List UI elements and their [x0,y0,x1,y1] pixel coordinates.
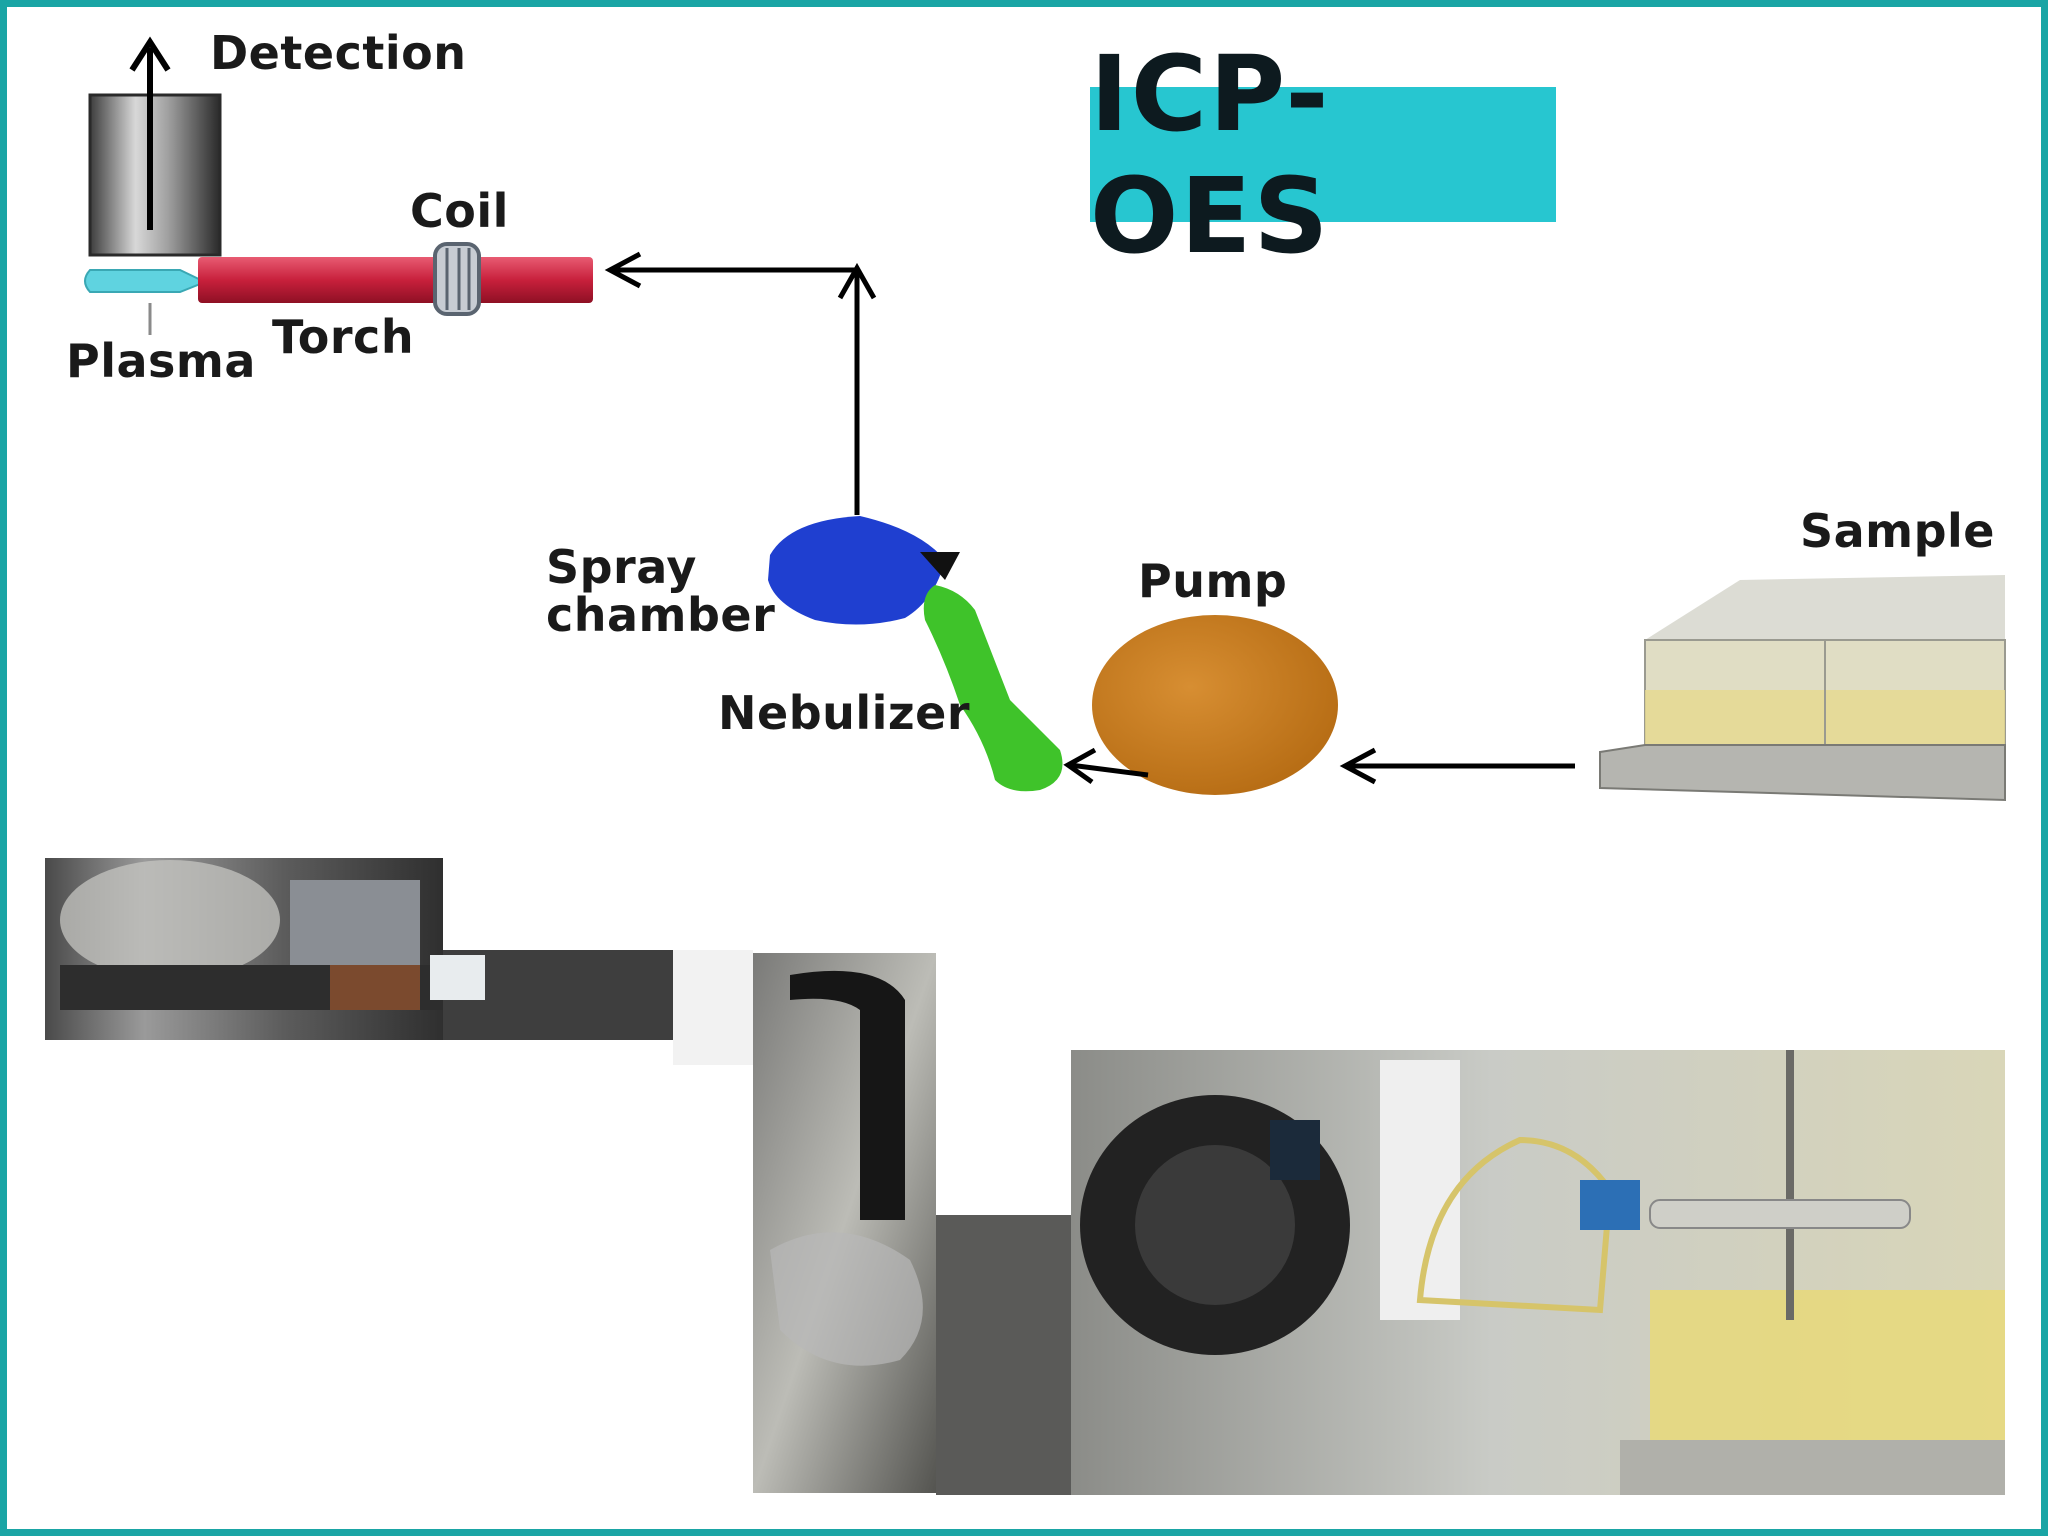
label-spray-chamber-line2: chamber [546,588,776,642]
title-box: ICP-OES [1090,33,1556,277]
pump-shape [1092,615,1338,795]
plasma-shape [84,269,208,335]
pump-to-nebulizer-arrow [1063,747,1149,785]
label-sample: Sample [1800,504,1995,558]
spray-to-torch-arrow [604,251,877,515]
label-spray-chamber-line1: Spray [546,540,697,594]
label-pump: Pump [1138,554,1288,608]
label-plasma: Plasma [66,334,256,388]
label-torch: Torch [272,310,415,364]
label-detection: Detection [210,26,467,80]
page-title: ICP-OES [1090,32,1331,277]
label-coil: Coil [410,184,509,238]
nebulizer-shape [923,585,1063,792]
label-nebulizer: Nebulizer [718,686,971,740]
instrument-photo [45,858,2005,1495]
coil-shape [433,242,481,316]
spray-chamber-shape [768,516,960,625]
sample-to-pump-arrow [1339,747,1575,785]
sample-rack [1599,575,2006,802]
detector-cylinder [88,93,222,257]
torch-tube [198,257,593,303]
detection-arrow [129,36,171,230]
